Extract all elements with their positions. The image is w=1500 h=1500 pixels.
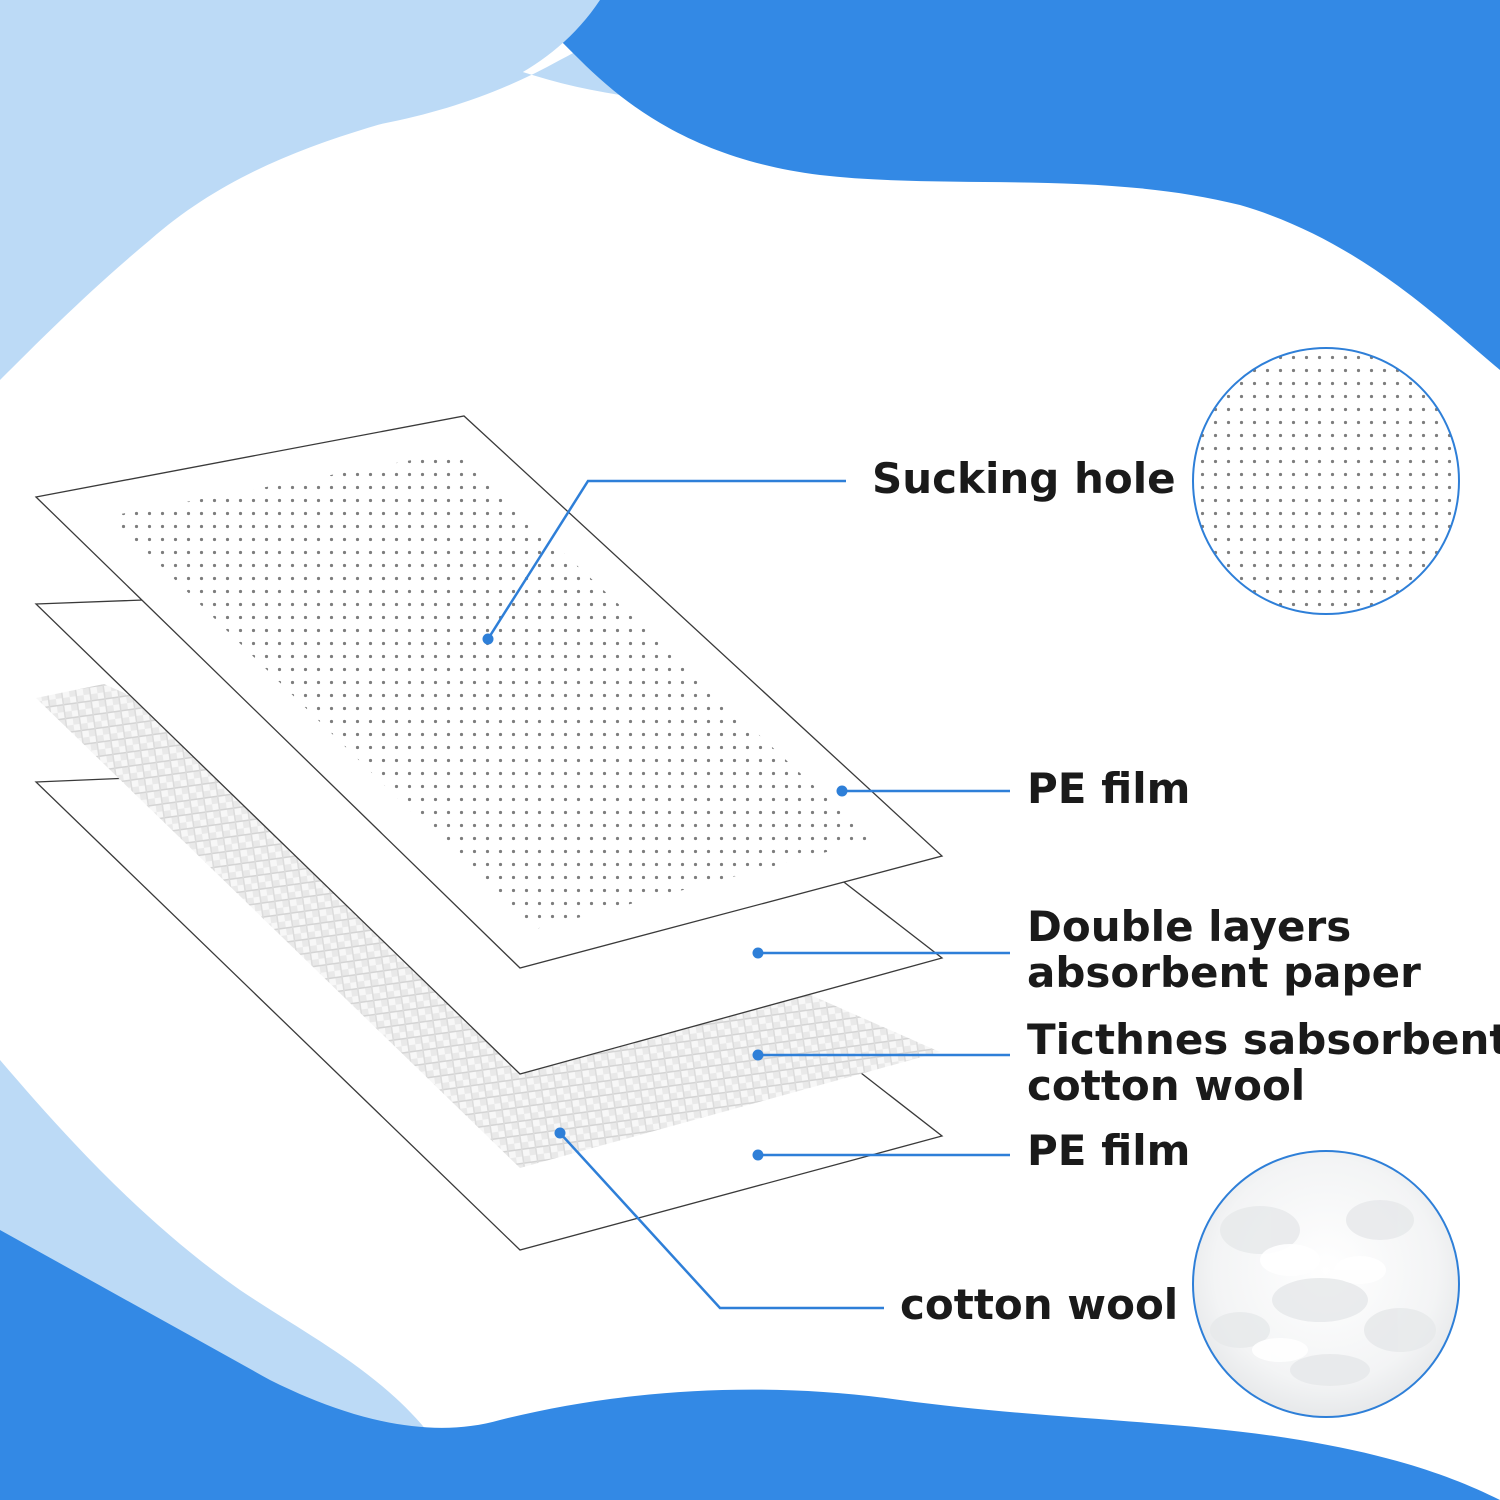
left-light-wave (0, 0, 600, 380)
label-pe-film-top: PE film (1027, 764, 1191, 813)
callouts (486, 479, 1010, 1310)
layer-stack (34, 415, 944, 1251)
label-pe-film-bottom: PE film (1027, 1126, 1191, 1175)
label-double-layers-line1: Double layers (1027, 902, 1352, 951)
callout-dot-pe-film-bottom (752, 1149, 764, 1161)
top-blue-wave (510, 0, 1500, 370)
label-ticthnes-sabsorbent-cotton-wool: Ticthnes sabsorbent cotton wool (1027, 1017, 1500, 1109)
label-ticthnes-line2: cotton wool (1027, 1061, 1306, 1110)
cotton-fluff-icon (1192, 1150, 1460, 1418)
callout-dot-ticthnes (752, 1049, 764, 1061)
callout-line-cotton-wool (559, 1132, 884, 1310)
callout-dot-pe-film-top (836, 785, 848, 797)
perforation-dots-icon (1192, 347, 1460, 615)
callout-dot-double-layers (752, 947, 764, 959)
label-double-layers-line2: absorbent paper (1027, 948, 1421, 997)
bottom-blue-wave (0, 1230, 1500, 1500)
perforation-area (110, 452, 872, 930)
label-ticthnes-line1: Ticthnes sabsorbent (1027, 1015, 1500, 1064)
label-sucking-hole: Sucking hole (872, 454, 1176, 503)
callout-dots (482, 633, 848, 1161)
callout-line-sucking-hole (486, 479, 846, 640)
label-double-layers-absorbent-paper: Double layers absorbent paper (1027, 904, 1421, 996)
label-cotton-wool: cotton wool (900, 1280, 1179, 1329)
callout-dot-sucking-hole (482, 633, 494, 645)
callout-dot-cotton-wool (554, 1127, 566, 1139)
